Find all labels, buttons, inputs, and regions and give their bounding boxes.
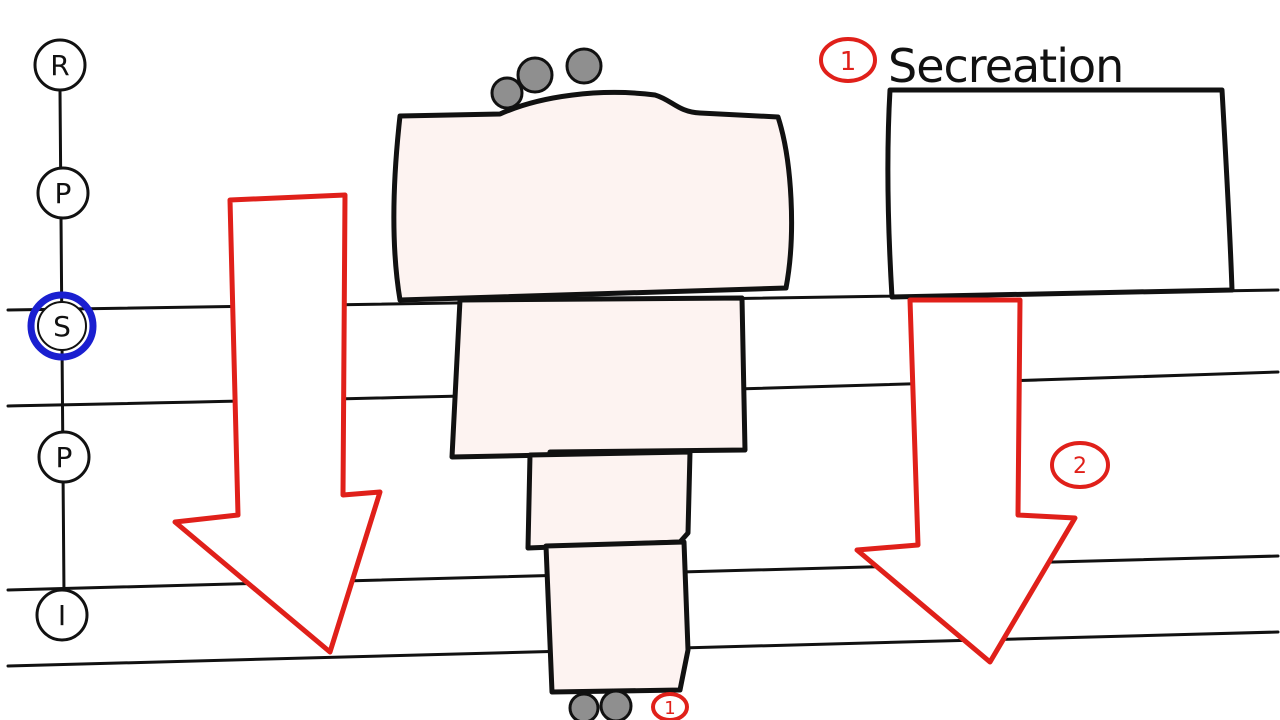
bottom-step-marker: 1 bbox=[651, 692, 689, 720]
secretion-heading: 1 Secreation bbox=[819, 37, 1124, 93]
barrier-top-block bbox=[391, 89, 795, 303]
secretion-label: Secreation bbox=[888, 39, 1123, 93]
stage-label: P bbox=[56, 441, 73, 474]
stage-node-p1: P bbox=[36, 166, 90, 220]
step-two-number: 2 bbox=[1073, 454, 1087, 479]
bottom-step-number: 1 bbox=[664, 698, 675, 719]
stage-node-i: I bbox=[35, 588, 89, 642]
step-two-marker: 2 bbox=[1050, 441, 1110, 489]
particle bbox=[565, 47, 603, 85]
stage-node-s: S bbox=[27, 291, 97, 361]
stepped-barrier bbox=[391, 89, 795, 695]
left-down-arrow bbox=[172, 192, 383, 655]
particle bbox=[490, 76, 524, 110]
barrier-block-2 bbox=[449, 295, 748, 460]
secretion-box bbox=[885, 87, 1235, 300]
stage-label: I bbox=[58, 599, 66, 632]
stage-node-r: R bbox=[33, 38, 87, 92]
secretion-step-number: 1 bbox=[840, 47, 857, 77]
right-down-arrow bbox=[854, 297, 1078, 665]
barrier-block-4 bbox=[543, 539, 691, 695]
top-particles bbox=[490, 47, 603, 110]
stage-node-p2: P bbox=[37, 430, 91, 484]
particle bbox=[516, 56, 554, 94]
stage-label: S bbox=[53, 310, 71, 343]
bottom-particles bbox=[568, 689, 633, 720]
stage-label: P bbox=[55, 177, 72, 210]
barrier-block-3 bbox=[525, 449, 693, 551]
particle bbox=[599, 689, 633, 720]
stage-label: R bbox=[50, 49, 69, 82]
particle bbox=[568, 692, 600, 720]
